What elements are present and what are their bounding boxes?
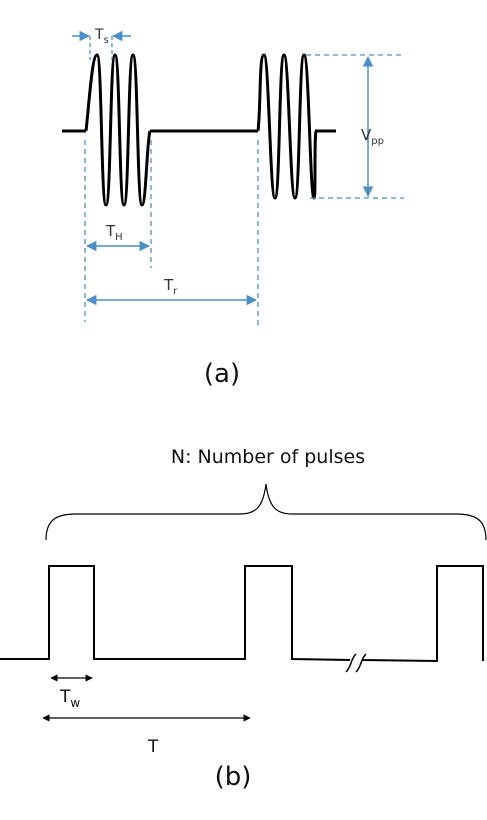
- curly-brace: [45, 483, 487, 541]
- caption-b: (b): [215, 762, 252, 792]
- a-burst-2: [256, 53, 318, 200]
- panel-b: N: Number of pulses Tw T (b): [0, 446, 487, 792]
- brace-label: N: Number of pulses: [171, 446, 365, 468]
- a-burst-1: [84, 53, 152, 207]
- tw-label: Tw: [59, 687, 80, 710]
- tr-label: Tr: [163, 276, 178, 297]
- caption-a: (a): [204, 359, 240, 389]
- panel-a: Ts TH Tr Vpp (a): [62, 27, 404, 389]
- vpp-label: Vpp: [361, 126, 384, 147]
- pulse-train-end: [361, 565, 484, 663]
- th-label: TH: [105, 222, 123, 243]
- pulse-train: [0, 565, 351, 661]
- ts-label: Ts: [94, 27, 109, 46]
- break-mark: [345, 653, 367, 673]
- t-label: T: [147, 737, 159, 757]
